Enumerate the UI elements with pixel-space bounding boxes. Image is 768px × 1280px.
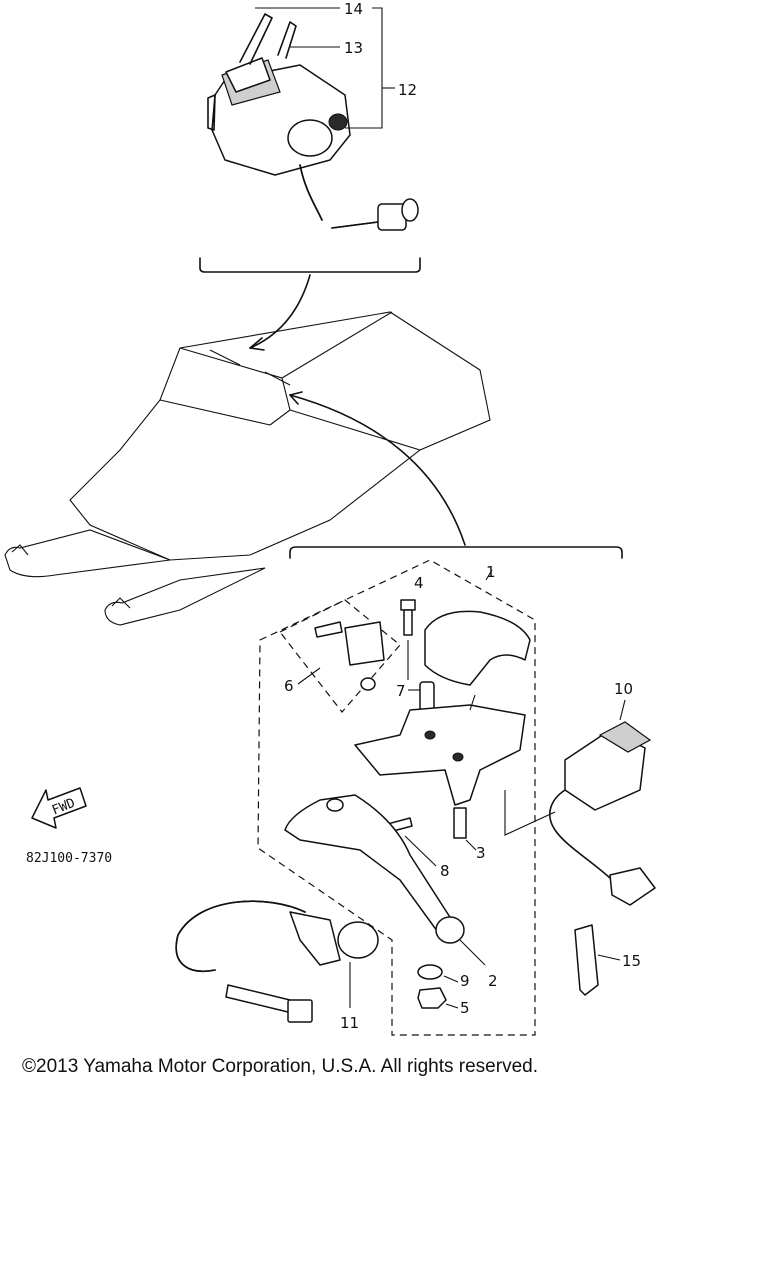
callout-13: 13 <box>344 39 363 57</box>
snowmobile-outline <box>4 311 491 626</box>
callout-1: 1 <box>486 563 496 581</box>
callout-9: 9 <box>460 972 470 990</box>
lever-cover <box>424 610 531 686</box>
callout-7: 7 <box>396 682 406 700</box>
callout-2: 2 <box>488 972 498 990</box>
bolt-3 <box>453 807 477 851</box>
assembly-bracket-top <box>199 257 421 273</box>
callout-8: 8 <box>440 862 450 880</box>
fwd-arrow-icon <box>31 787 87 829</box>
nut-5 <box>417 987 447 1009</box>
part-6-group <box>279 599 401 713</box>
copyright-text: ©2013 Yamaha Motor Corporation, U.S.A. A… <box>22 1056 538 1077</box>
callout-15: 15 <box>622 952 641 970</box>
callout-11: 11 <box>340 1014 359 1032</box>
bracket-10 <box>504 790 556 836</box>
callout-3: 3 <box>476 844 486 862</box>
part-number: 82J100-7370 <box>26 851 112 866</box>
callout-10: 10 <box>614 680 633 698</box>
switch-11 <box>175 900 379 1023</box>
cable-tie-15 <box>574 924 599 996</box>
assembly-bracket-bottom <box>289 546 623 559</box>
bolt-4 <box>400 599 416 680</box>
callout-leaders-top <box>255 7 395 129</box>
callout-14: 14 <box>344 0 363 18</box>
switch-assembly <box>207 13 419 231</box>
callout-4: 4 <box>414 574 424 592</box>
lever-bracket <box>354 704 526 806</box>
callout-6: 6 <box>284 677 294 695</box>
callout-12: 12 <box>398 81 417 99</box>
callout-5: 5 <box>460 999 470 1017</box>
arrow-to-hood <box>249 274 311 349</box>
washer-9 <box>417 964 443 980</box>
lever-2 <box>284 794 465 944</box>
arrow-from-assembly <box>289 394 466 546</box>
lever-assembly-outline <box>257 559 536 1036</box>
control-unit-10 <box>549 699 656 906</box>
